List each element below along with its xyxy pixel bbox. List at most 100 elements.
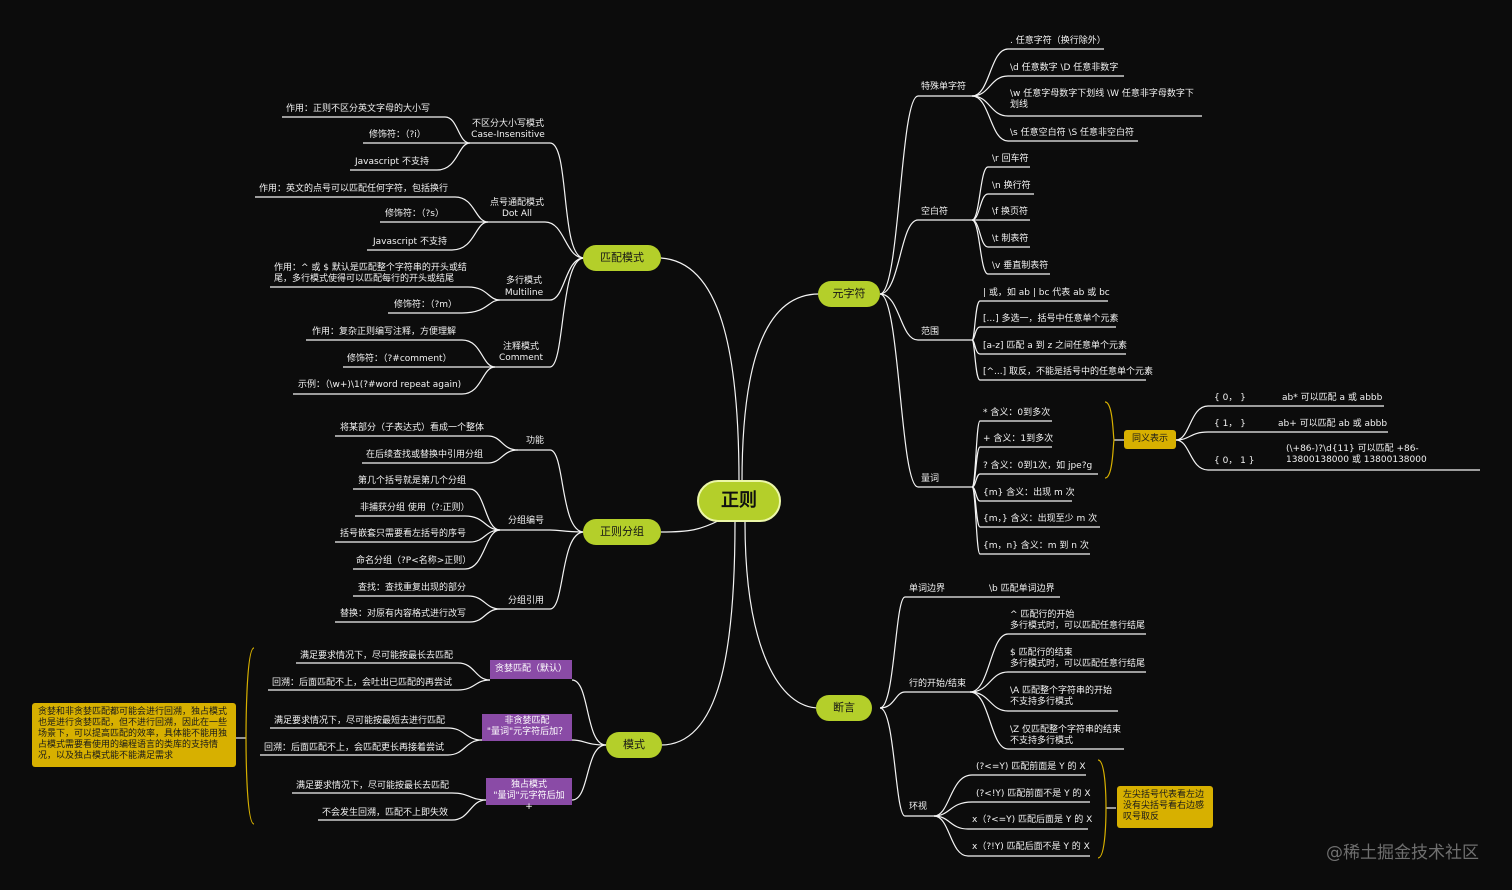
lazy-label-line1: 非贪婪匹配: [504, 716, 550, 726]
group-func-item: 将某部分（子表达式）看成一个整体: [340, 423, 485, 433]
line-item-a: ^ 匹配行的开始: [1010, 610, 1075, 620]
group-func-item: 在后续查找或替换中引用分组: [366, 450, 484, 460]
greedy-label: 贪婪匹配（默认）: [490, 660, 572, 679]
ci-subtitle: Case-Insensitive: [471, 130, 545, 140]
quant-item: {m，n} 含义：m 到 n 次: [983, 541, 1089, 551]
range-item: [a-z] 匹配 a 到 z 之间任意单个元素: [983, 341, 1128, 351]
brace-lookaround: [1097, 759, 1107, 859]
edge-root-assert: [744, 521, 820, 709]
look-item: (?<!Y) 匹配前面不是 Y 的 X: [976, 789, 1091, 799]
group-func-title: 功能: [526, 436, 545, 446]
blank-item: \r 回车符: [992, 154, 1029, 164]
special-item: \s 任意空白符 \S 任意非空白符: [1010, 128, 1135, 138]
greedy-item: 满足要求情况下，尽可能按最长去匹配: [300, 651, 454, 661]
special-title: 特殊单字符: [921, 82, 967, 92]
multiline-item: 作用：^ 或 $ 默认是匹配整个字符串的开头或结尾，多行模式使得可以匹配每行的开…: [274, 263, 467, 284]
line-item-a: \A 匹配整个字符串的开始: [1010, 686, 1113, 696]
look-item: (?<=Y) 匹配前面是 Y 的 X: [976, 762, 1086, 772]
branch-match-mode[interactable]: 匹配模式: [583, 245, 661, 271]
root-node[interactable]: 正则: [697, 480, 781, 522]
lazy-label: 非贪婪匹配 "量词"元字符后加？: [482, 714, 572, 741]
edge-root-match: [660, 257, 740, 483]
group-ref-item: 替换：对原有内容格式进行改写: [340, 609, 467, 619]
quant-item: {m，} 含义：出现至少 m 次: [983, 514, 1098, 524]
group-ref-title: 分组引用: [508, 596, 545, 606]
word-title: 单词边界: [909, 584, 946, 594]
synonym-label: 同义表示: [1124, 430, 1176, 449]
quant-title: 量词: [921, 474, 940, 484]
special-item: \w 任意字母数字下划线 \W 任意非字母数字下划线: [1010, 89, 1194, 110]
lazy-item: 满足要求情况下，尽可能按最短去进行匹配: [274, 716, 446, 726]
syn-form: { 0， 1 }: [1214, 456, 1255, 466]
special-item: . 任意字符（换行除外）: [1010, 36, 1106, 46]
line-item-b: 不支持多行模式: [1010, 736, 1074, 746]
possessive-item: 满足要求情况下，尽可能按最长去匹配: [296, 781, 450, 791]
brace-synonym: [1104, 401, 1115, 479]
watermark: @稀土掘金技术社区: [1326, 843, 1479, 863]
lazy-label-line2: "量词"元字符后加？: [486, 727, 568, 737]
quant-item: ? 含义：0到1次，如 jpe?g: [983, 461, 1093, 471]
mode-note: 贪婪和非贪婪匹配都可能会进行回溯，独占模式也是进行贪婪匹配，但不进行回溯，因此在…: [32, 703, 236, 767]
range-item: | 或，如 ab | bc 代表 ab 或 bc: [983, 288, 1110, 298]
comment-title: 注释模式: [502, 342, 539, 352]
line-item-b: 多行模式时，可以匹配任意行结尾: [1010, 659, 1146, 669]
branch-assertion[interactable]: 断言: [816, 695, 872, 721]
brace-mode-note: [245, 647, 255, 825]
possessive-label: 独占模式 "量词"元字符后加 +: [486, 778, 572, 812]
multiline-item: 修饰符：（?m）: [394, 300, 458, 310]
comment-item: 作用：复杂正则编写注释，方便理解: [312, 327, 457, 337]
dotall-item: 作用：英文的点号可以匹配任何字符，包括换行: [259, 184, 449, 194]
syn-form: { 1， }: [1214, 419, 1246, 429]
blank-item: \n 换行符: [992, 181, 1031, 191]
blank-item: \f 换页符: [992, 207, 1029, 217]
syn-form: { 0， }: [1214, 393, 1246, 403]
possessive-item: 不会发生回溯，匹配不上即失效: [322, 808, 449, 818]
group-ref-item: 查找：查找重复出现的部分: [358, 583, 467, 593]
line-item-a: $ 匹配行的结束: [1010, 648, 1073, 658]
group-number-item: 括号嵌套只需要看左括号的序号: [340, 529, 467, 539]
blank-title: 空白符: [921, 207, 949, 217]
blank-item: \t 制表符: [992, 234, 1029, 244]
group-number-title: 分组编号: [508, 516, 545, 526]
ci-item: 作用：正则不区分英文字母的大小写: [286, 104, 431, 114]
greedy-item: 回溯：后面匹配不上，会吐出已匹配的再尝试: [272, 678, 453, 688]
range-item: [^...] 取反，不能是括号中的任意单个元素: [983, 367, 1154, 377]
quant-item: {m} 含义：出现 m 次: [983, 488, 1075, 498]
lazy-item: 回溯：后面匹配不上，会匹配更长再接着尝试: [264, 743, 445, 753]
comment-subtitle: Comment: [498, 353, 544, 363]
edge-root-mode: [660, 521, 736, 746]
line-item-b: 不支持多行模式: [1010, 697, 1074, 707]
group-number-item: 非捕获分组 使用（?:正则）: [360, 503, 470, 513]
blank-item: \v 垂直制表符: [992, 261, 1049, 271]
branch-mode[interactable]: 模式: [606, 732, 662, 758]
lookaround-note: 左尖括号代表看左边没有尖括号看右边感叹号取反: [1117, 786, 1213, 828]
multiline-subtitle: Multiline: [504, 288, 544, 298]
possessive-label-line1: 独占模式: [510, 780, 547, 790]
word-item: \b 匹配单词边界: [989, 584, 1055, 594]
dotall-title: 点号通配模式: [489, 198, 544, 208]
syn-desc: ab* 可以匹配 a 或 abbb: [1282, 393, 1383, 403]
syn-desc: ab+ 可以匹配 ab 或 abbb: [1278, 419, 1388, 429]
edge-root-meta: [741, 293, 820, 483]
look-title: 环视: [909, 802, 928, 812]
special-item: \d 任意数字 \D 任意非数字: [1010, 63, 1119, 73]
line-item-b: 多行模式时，可以匹配任意行结尾: [1010, 621, 1146, 631]
edge-root-group: [660, 519, 721, 533]
syn-desc: (\+86-)?\d{11} 可以匹配 +86-13800138000 或 13…: [1286, 444, 1427, 465]
range-title: 范围: [921, 327, 940, 337]
quant-item: * 含义：0到多次: [983, 408, 1051, 418]
multiline-title: 多行模式: [505, 276, 542, 286]
ci-item: Javascript 不支持: [355, 157, 429, 167]
look-item: x（?<=Y) 匹配后面是 Y 的 X: [972, 815, 1093, 825]
line-title: 行的开始/结束: [909, 679, 967, 689]
dotall-subtitle: Dot All: [502, 209, 532, 219]
quant-item: + 含义：1到多次: [983, 434, 1054, 444]
group-number-item: 第几个括号就是第几个分组: [358, 476, 467, 486]
look-item: x（?!Y) 匹配后面不是 Y 的 X: [972, 842, 1090, 852]
dotall-item: 修饰符：（?s）: [385, 209, 444, 219]
branch-regex-group[interactable]: 正则分组: [583, 519, 661, 545]
branch-metachar[interactable]: 元字符: [818, 281, 880, 307]
line-item-a: \Z 仅匹配整个字符串的结束: [1010, 725, 1122, 735]
comment-item: 示例：（\w+)\1(?#word repeat again): [298, 380, 462, 390]
